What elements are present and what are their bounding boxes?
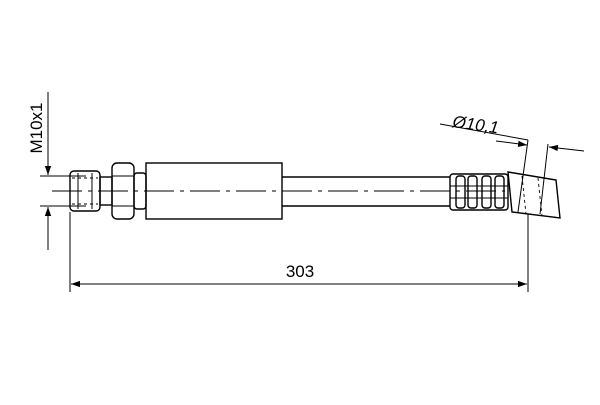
length-label: 303 <box>286 262 314 281</box>
thread-label: M10x1 <box>27 102 46 153</box>
diameter-label: Ø10,1 <box>450 112 499 137</box>
thread-dimension <box>40 92 86 250</box>
length-dimension <box>69 212 529 292</box>
crimped-end-fitting <box>449 171 561 219</box>
diameter-dimension <box>439 123 585 215</box>
hose-body <box>282 176 450 207</box>
